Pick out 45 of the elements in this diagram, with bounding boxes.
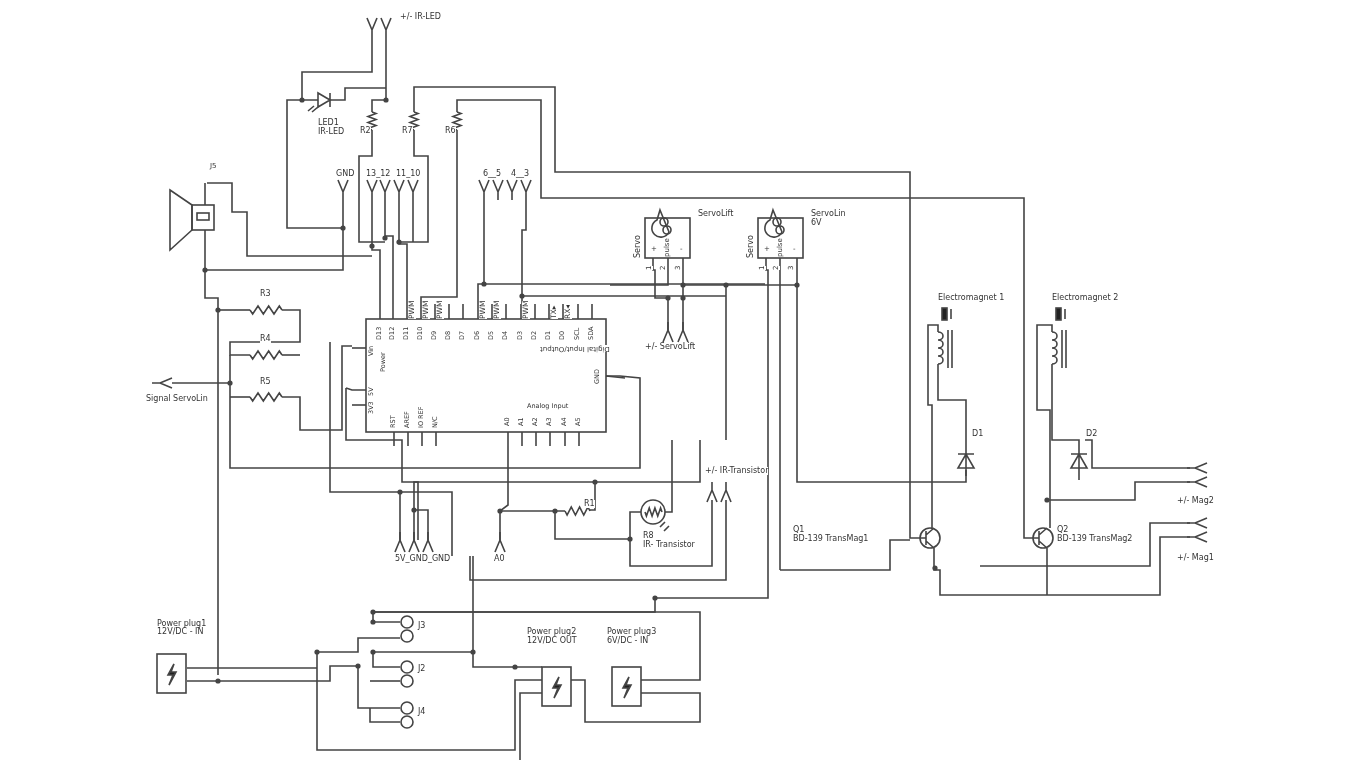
schematic-label: R2	[360, 127, 371, 135]
schematic-label: Power plug2	[527, 628, 577, 636]
schematic-label: ServoLift	[698, 210, 734, 218]
schematic-label: Signal ServoLin	[146, 395, 208, 403]
schematic-label: BD-139 TransMag1	[793, 535, 869, 543]
schematic-label: 13_12	[366, 170, 391, 178]
schematic-label: R8	[643, 532, 654, 540]
schematic-label: 5V_GND_GND	[395, 555, 451, 563]
schematic-label: J4	[418, 708, 426, 716]
schematic-label: 11_10	[396, 170, 421, 178]
schematic-label: 6V/DC - IN	[607, 637, 649, 645]
schematic-label: 6V	[811, 219, 822, 227]
schematic-label: BD-139 TransMag2	[1057, 535, 1133, 543]
schematic-label: Servo	[634, 235, 642, 258]
schematic-label: J2	[418, 665, 426, 673]
schematic-label: Power plug1	[157, 620, 207, 628]
schematic-label: Q2	[1057, 526, 1069, 534]
schematic-label: ServoLin	[811, 210, 846, 218]
schematic-label: R4	[260, 335, 271, 343]
schematic-label: Electromagnet 2	[1052, 294, 1119, 302]
schematic-label: IR-LED	[318, 128, 345, 136]
schematic-label: R6	[445, 127, 456, 135]
schematic-label: Servo	[747, 235, 755, 258]
schematic-label: A0	[494, 555, 505, 563]
schematic-label: LED1	[318, 119, 339, 127]
schematic-label: +/- Mag1	[1177, 554, 1214, 562]
schematic-label: 6__5	[483, 170, 502, 178]
schematic-label: 12V/DC OUT	[527, 637, 577, 645]
schematic-label: R5	[260, 378, 271, 386]
schematic-label: J3	[418, 622, 426, 630]
schematic-label: 12V/DC - IN	[157, 628, 204, 636]
schematic-label: R7	[402, 127, 413, 135]
schematic-label: R1	[584, 500, 595, 508]
schematic-label: Q1	[793, 526, 805, 534]
schematic-label: IR- Transistor	[643, 541, 695, 549]
schematic-label: +/- Mag2	[1177, 497, 1214, 505]
schematic-label: Electromagnet 1	[938, 294, 1005, 302]
schematic-label: +/- ServoLift	[645, 343, 696, 351]
schematic-label: R3	[260, 290, 271, 298]
schematic-label: D1	[972, 430, 984, 438]
schematic-label: Power plug3	[607, 628, 657, 636]
schematic-label: GND	[336, 170, 355, 178]
schematic-label: 4__3	[511, 170, 530, 178]
schematic-label: +/- IR-LED	[400, 13, 441, 21]
schematic-label: D2	[1086, 430, 1098, 438]
